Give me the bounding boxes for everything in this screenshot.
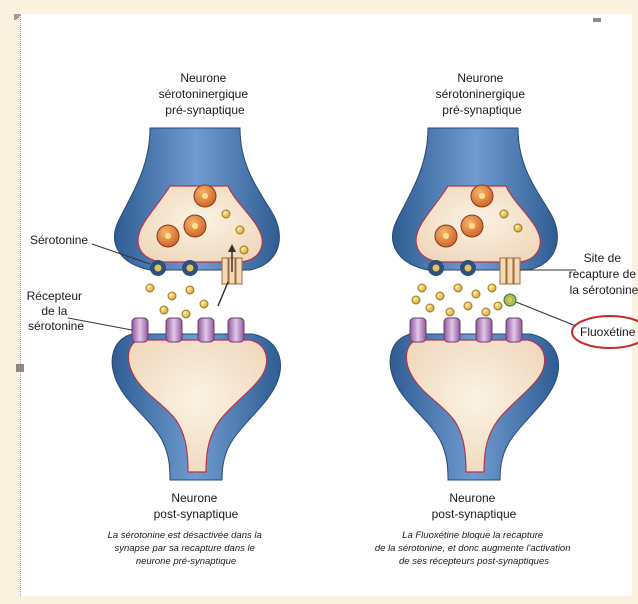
left-title: Neurone sérotoninergique pré-synaptique	[159, 71, 252, 117]
label-serotonine: Sérotonine	[30, 233, 88, 247]
right-pointer-lines	[516, 270, 576, 326]
receptor	[198, 318, 214, 342]
right-caption: La Fluoxétine bloque la recapture de la …	[375, 530, 573, 567]
receptor	[166, 318, 182, 342]
right-bottom-title: Neurone post-synaptique	[432, 491, 517, 521]
left-bottom-title: Neurone post-synaptique	[154, 491, 239, 521]
left-panel: Neurone sérotoninergique pré-synaptique …	[27, 71, 281, 567]
receptor	[132, 318, 148, 342]
right-panel: Neurone sérotoninergique pré-synaptique …	[375, 71, 638, 567]
label-site-recapture: Site de recapture de la sérotonine	[569, 251, 638, 297]
receptor	[476, 318, 492, 342]
right-title: Neurone sérotoninergique pré-synaptique	[436, 71, 529, 117]
right-reuptake-transporter	[500, 258, 520, 284]
receptor	[506, 318, 522, 342]
label-fluoxetine: Fluoxétine	[580, 325, 636, 339]
receptor	[228, 318, 244, 342]
receptor	[444, 318, 460, 342]
receptor	[410, 318, 426, 342]
left-caption: La sérotonine est désactivée dans la syn…	[108, 530, 265, 567]
fluoxetine-molecule	[504, 294, 516, 306]
label-recepteur: Récepteur de la sérotonine	[27, 289, 86, 333]
